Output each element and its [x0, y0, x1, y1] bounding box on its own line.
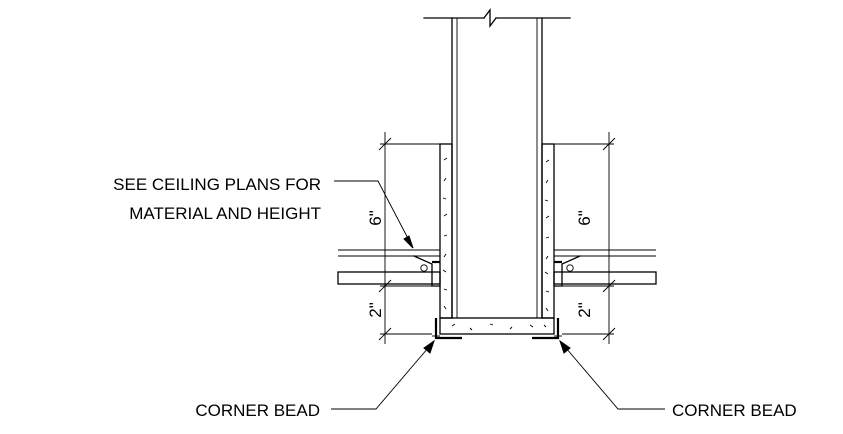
- right-dimension: 6" 2": [554, 132, 616, 344]
- corner-bead-label-right: CORNER BEAD: [672, 401, 797, 420]
- framing-studs: [451, 17, 543, 319]
- left-dimension: 6" 2": [366, 132, 440, 344]
- corner-bead-label-left: CORNER BEAD: [195, 401, 320, 420]
- top-break-line: [423, 8, 571, 28]
- ceiling-note-line-2: MATERIAL AND HEIGHT: [129, 204, 321, 223]
- left-upper-dimension-label: 6": [366, 210, 385, 226]
- right-upper-dimension-label: 6": [575, 210, 594, 226]
- corner-beads: [432, 318, 562, 340]
- ceiling-note-line-1: SEE CEILING PLANS FOR: [113, 175, 321, 194]
- right-gypsum-board: [541, 143, 555, 319]
- left-ceiling: [337, 249, 441, 287]
- left-gypsum-board: [439, 143, 453, 319]
- right-lower-dimension-label: 2": [575, 302, 594, 318]
- ceiling-note-leader: [334, 180, 414, 249]
- corner-bead-leader-left: [331, 339, 435, 410]
- corner-bead-leader-right: [559, 339, 665, 410]
- bottom-gypsum-board: [439, 317, 555, 335]
- left-lower-dimension-label: 2": [366, 302, 385, 318]
- right-ceiling: [553, 249, 657, 287]
